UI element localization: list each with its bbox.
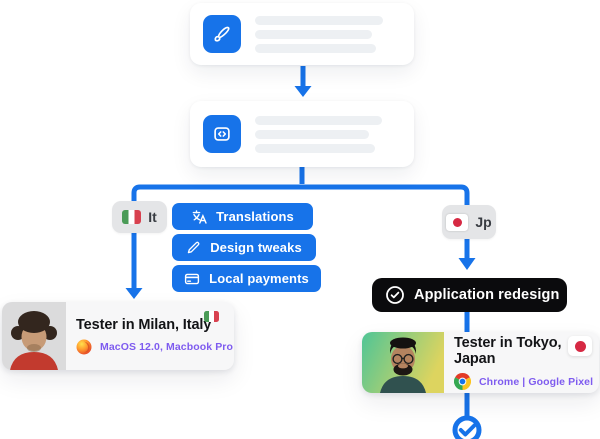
country-badge-japan: Jp xyxy=(442,205,496,239)
task-button-design-tweaks[interactable]: Design tweaks xyxy=(172,234,316,261)
tester-card-tokyo: Tester in Tokyo, Japan Chrome | Google P… xyxy=(362,332,599,393)
task-button-translations[interactable]: Translations xyxy=(172,203,313,230)
task-button-label: Design tweaks xyxy=(210,240,302,255)
firefox-icon xyxy=(76,339,92,355)
tester-card-milan: Tester in Milan, Italy MacOS 12.0, Macbo… xyxy=(2,302,234,370)
italy-flag-icon xyxy=(122,210,142,224)
credit-card-icon xyxy=(185,273,200,284)
tester-title: Tester in Milan, Italy xyxy=(76,317,212,333)
translate-icon xyxy=(192,209,207,224)
task-pill-application-redesign[interactable]: Application redesign xyxy=(372,278,567,312)
code-icon xyxy=(203,115,241,153)
milan-tester-photo xyxy=(2,302,66,370)
country-badge-label: It xyxy=(148,209,157,225)
task-button-label: Translations xyxy=(216,209,294,224)
flow-step-design-card xyxy=(190,3,414,65)
task-button-label: Local payments xyxy=(209,271,309,286)
flow-step-code-card xyxy=(190,101,414,167)
country-badge-label: Jp xyxy=(475,214,492,230)
tester-title: Tester in Tokyo, Japan xyxy=(454,335,562,367)
brush-icon xyxy=(203,15,241,53)
pen-icon xyxy=(187,241,200,254)
tokyo-tester-photo xyxy=(362,332,444,393)
japan-flag-icon xyxy=(568,336,592,356)
success-check-icon xyxy=(452,415,482,439)
placeholder-lines xyxy=(255,15,383,53)
check-circle-icon xyxy=(386,286,404,304)
task-button-local-payments[interactable]: Local payments xyxy=(172,265,321,292)
task-pill-label: Application redesign xyxy=(414,287,560,303)
placeholder-lines xyxy=(255,115,382,153)
country-badge-italy: It xyxy=(112,201,167,233)
tester-device: MacOS 12.0, Macbook Pro xyxy=(100,341,234,353)
japan-flag-icon xyxy=(446,213,469,231)
chrome-icon xyxy=(454,373,471,390)
italy-flag-icon xyxy=(204,311,219,322)
tester-device: Chrome | Google Pixel xyxy=(479,375,594,388)
